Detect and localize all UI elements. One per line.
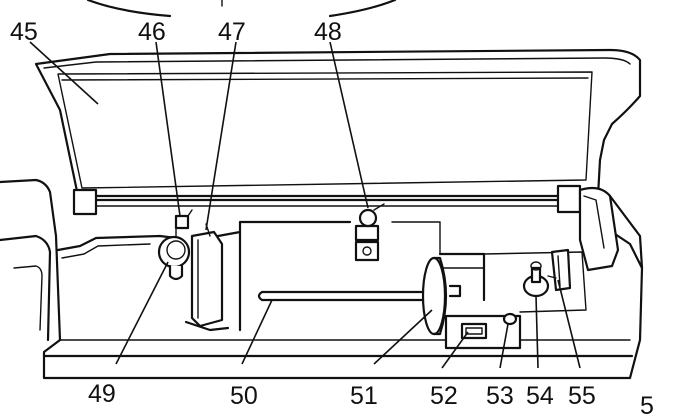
callout-46: 46 (138, 18, 166, 46)
leader-50 (241, 299, 273, 365)
leader-54 (535, 295, 539, 369)
bobbin-winder-54 (522, 261, 550, 298)
thread-takeup-47 (184, 223, 230, 332)
inner-compartment (56, 220, 587, 332)
top-cover-lid (34, 48, 642, 198)
callout-52: 52 (430, 382, 458, 410)
callout-48: 48 (314, 18, 342, 46)
callout-53: 53 (486, 382, 514, 410)
leader-49 (115, 261, 169, 365)
leader-46 (155, 41, 181, 217)
pretension-disc-49 (157, 235, 191, 281)
callout-55: 55 (568, 382, 596, 410)
callout-51: 51 (350, 382, 378, 410)
leader-52 (441, 331, 469, 369)
spool-cap-51 (421, 256, 462, 336)
machine-body (0, 178, 644, 380)
thread-guide-46 (174, 209, 193, 237)
leader-51 (373, 309, 433, 365)
usb-port-52 (444, 314, 522, 350)
indicator-53 (502, 312, 518, 326)
lid-hinge-bar (72, 184, 600, 216)
leader-55 (557, 279, 581, 369)
callout-labels: 45 46 47 48 49 50 51 52 53 54 55 5 (10, 18, 654, 414)
callout-49: 49 (88, 380, 116, 408)
bobbin-stopper-55 (547, 248, 572, 292)
callout-47: 47 (218, 18, 246, 46)
leader-45 (29, 41, 99, 105)
callout-45: 45 (10, 18, 38, 46)
leader-47 (205, 41, 237, 231)
callout-54: 54 (526, 382, 554, 410)
callout-50: 50 (230, 382, 258, 410)
upper-arc (86, 0, 397, 18)
leader-53 (499, 323, 509, 369)
leader-48 (329, 41, 369, 209)
thread-guide-48 (354, 203, 385, 262)
page-number: 5 (640, 392, 654, 414)
spool-pin-50 (257, 290, 430, 302)
leader-lines (29, 41, 581, 369)
